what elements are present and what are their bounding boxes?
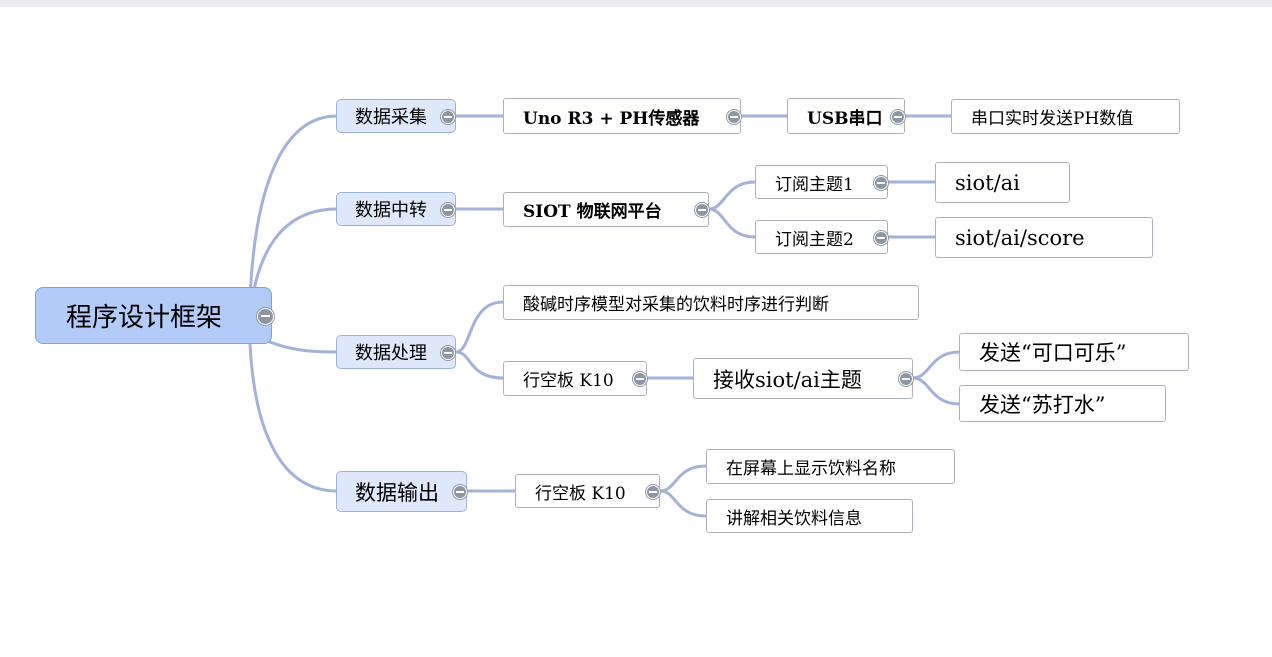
topic-label: 数据采集 — [355, 107, 427, 128]
node-send-soda[interactable]: 发送“苏打水” — [959, 385, 1166, 422]
node-label: 接收siot/ai主题 — [713, 367, 862, 392]
node-label: USB串口 — [807, 108, 883, 129]
node-label: SIOT 物联网平台 — [523, 202, 662, 222]
node-subscribe-topic-2[interactable]: 订阅主题2 — [755, 220, 888, 254]
connector-platform-topic1 — [707, 180, 757, 211]
topic-label: 数据输出 — [355, 480, 439, 505]
connector-root-process — [268, 340, 339, 354]
connector-outboard-explain — [658, 489, 708, 518]
collapse-icon[interactable] — [874, 176, 888, 190]
connector-root-output — [248, 342, 339, 493]
topic-data-collection[interactable]: 数据采集 — [336, 99, 456, 133]
node-receive-siot-topic[interactable]: 接收siot/ai主题 — [693, 358, 913, 399]
collapse-icon[interactable] — [695, 203, 709, 217]
node-explain-drink-info[interactable]: 讲解相关饮料信息 — [706, 499, 913, 533]
node-label: 订阅主题2 — [775, 229, 854, 250]
top-strip — [0, 0, 1272, 7]
node-k10-board-process[interactable]: 行空板 K10 — [503, 361, 647, 396]
collapse-icon[interactable] — [453, 485, 467, 499]
node-usb-serial[interactable]: USB串口 — [787, 98, 905, 134]
collapse-icon[interactable] — [646, 485, 660, 499]
collapse-icon[interactable] — [257, 308, 274, 325]
node-display-drink-name[interactable]: 在屏幕上显示饮料名称 — [706, 449, 955, 484]
node-label: 行空板 K10 — [535, 483, 626, 504]
connector-process-model — [454, 300, 505, 354]
collapse-icon[interactable] — [441, 346, 455, 360]
collapse-icon[interactable] — [727, 110, 741, 124]
node-label: 酸碱时序模型对采集的饮料时序进行判断 — [523, 295, 829, 315]
topic-data-output[interactable]: 数据输出 — [336, 471, 467, 512]
node-topic-siot-ai[interactable]: siot/ai — [935, 162, 1070, 203]
collapse-icon[interactable] — [633, 372, 647, 386]
node-label: 发送“苏打水” — [979, 392, 1106, 417]
collapse-icon[interactable] — [891, 110, 905, 124]
connector-root-collect — [248, 114, 339, 302]
connector-process-board — [454, 350, 505, 380]
node-label: 订阅主题1 — [775, 174, 854, 195]
node-subscribe-topic-1[interactable]: 订阅主题1 — [755, 165, 888, 199]
root-topic[interactable]: 程序设计框架 — [35, 287, 272, 344]
node-label: 发送“可口可乐” — [979, 341, 1127, 365]
node-serial-send-ph[interactable]: 串口实时发送PH数值 — [951, 99, 1180, 134]
node-uno-sensor[interactable]: Uno R3 + PH传感器 — [503, 98, 741, 134]
node-siot-platform[interactable]: SIOT 物联网平台 — [503, 192, 709, 227]
node-acid-base-model[interactable]: 酸碱时序模型对采集的饮料时序进行判断 — [503, 285, 919, 320]
node-topic-siot-ai-score[interactable]: siot/ai/score — [935, 217, 1153, 258]
node-label: 串口实时发送PH数值 — [971, 109, 1134, 129]
topic-label: 数据中转 — [355, 200, 427, 221]
connector-root-relay — [250, 207, 339, 302]
connector-outboard-display — [658, 464, 708, 493]
topic-label: 数据处理 — [355, 343, 427, 364]
topic-data-processing[interactable]: 数据处理 — [336, 335, 456, 369]
node-label: 在屏幕上显示饮料名称 — [726, 459, 896, 479]
node-label: siot/ai — [955, 170, 1020, 195]
node-send-cocacola[interactable]: 发送“可口可乐” — [959, 333, 1189, 371]
collapse-icon[interactable] — [874, 231, 888, 245]
node-k10-board-output[interactable]: 行空板 K10 — [515, 474, 660, 508]
collapse-icon[interactable] — [899, 372, 913, 386]
node-label: 行空板 K10 — [523, 371, 614, 391]
connector-receive-send2 — [911, 376, 961, 406]
collapse-icon[interactable] — [441, 110, 455, 124]
topic-data-relay[interactable]: 数据中转 — [336, 192, 456, 226]
node-label: 讲解相关饮料信息 — [726, 508, 862, 529]
collapse-icon[interactable] — [441, 203, 455, 217]
node-label: siot/ai/score — [955, 225, 1085, 250]
connector-platform-topic2 — [707, 207, 757, 239]
connector-receive-send1 — [911, 350, 961, 380]
node-label: Uno R3 + PH传感器 — [523, 108, 700, 129]
root-topic-label: 程序设计框架 — [66, 303, 223, 333]
